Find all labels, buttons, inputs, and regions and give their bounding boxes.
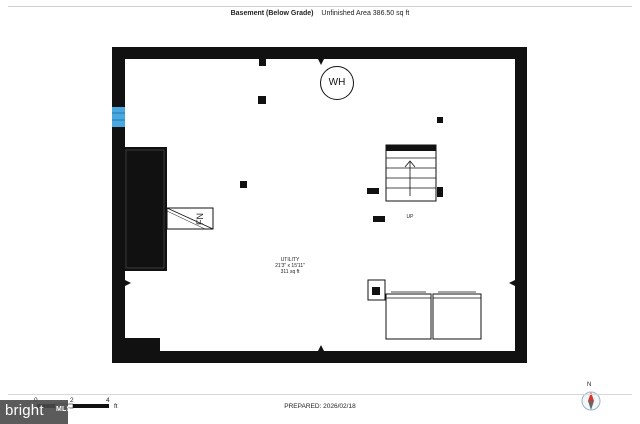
dimension-arrow-left [125,280,131,286]
dimension-arrow-right [509,280,515,286]
room-dimensions: 21'3" x 15'11" [275,263,305,269]
brand-name: bright [5,402,44,419]
room-name: UTILITY [280,257,300,263]
furnace [166,207,214,230]
prepared-date: PREPARED: 2026/02/18 [284,403,356,410]
compass-north-label: N [587,382,592,388]
stairs-up-label: UP [406,214,414,220]
brand-watermark: bright MLS [0,400,72,424]
scale-unit: ft [114,403,118,410]
post [258,96,266,104]
scale-tick-2: 2 [70,397,74,404]
post [437,187,443,197]
sump-box [367,279,386,301]
footer-rule [8,394,632,395]
post [259,59,266,66]
post [240,181,247,188]
washer [385,291,432,340]
compass: N [576,382,606,416]
scale-tick-4: 4 [106,397,110,404]
dimension-arrow-bottom [318,345,324,351]
dimension-arrow-top [318,59,324,65]
post [367,188,379,194]
water-heater-icon: WH [320,66,354,100]
window [112,107,125,127]
room-area: 311 sq ft [280,269,300,275]
furnace-label: FN [195,213,205,225]
stairs [385,144,437,202]
compass-icon [581,391,601,411]
left-dark-block [123,147,167,271]
post [437,117,443,123]
header-rule [8,6,632,7]
post [373,216,385,222]
level-name: Basement (Below Grade) [230,10,314,17]
brand-suffix: MLS [56,406,72,413]
plan-header: Basement (Below Grade) Unfinished Area 3… [0,10,640,17]
dryer [432,291,482,340]
area-text: Unfinished Area 386.50 sq ft [321,10,410,17]
room-label: UTILITY 21'3" x 15'11" 311 sq ft [250,257,330,275]
